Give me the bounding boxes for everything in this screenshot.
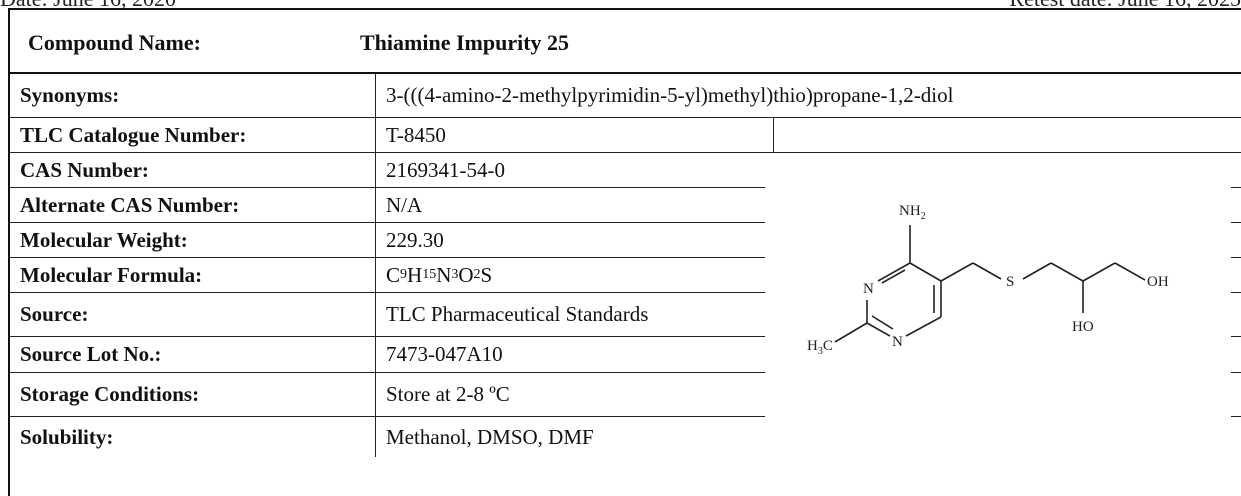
mw-value: 229.30 [376,223,774,257]
table-row-solubility: Solubility: Methanol, DMSO, DMF [10,417,1241,457]
alt-cas-value: N/A [376,188,774,222]
catalogue-value: T-8450 [376,118,774,152]
formula-label: Molecular Formula: [10,258,376,292]
bond-c4-n3 [877,262,911,282]
atom-labels: NH2 N N S OH HO H3C [807,203,1169,357]
storage-value: Store at 2-8 ºC [376,373,774,416]
table-row-alt-cas: Alternate CAS Number: N/A [10,188,1241,223]
bond-c4-n3-double [881,269,906,284]
bond-ch-ch2 [1082,262,1116,282]
retest-date-fragment: Retest date: June 16, 2025 [1009,0,1241,10]
source-label: Source: [10,293,376,336]
molecule-svg: NH2 N N S OH HO H3C [807,203,1169,357]
table-row-mw: Molecular Weight: 229.30 [10,223,1241,258]
bond-c2-n1-double [871,315,894,330]
compound-name-row: Compound Name: Thiamine Impurity 25 [10,10,1241,74]
bond-c2-n1 [866,322,891,337]
table-row-cas: CAS Number: 2169341-54-0 [10,153,1241,188]
structure-diagram: NH2 N N S OH HO H3C [765,153,1231,458]
bond-ch2-oh [1114,262,1146,281]
atom-n1: N [892,334,903,350]
issue-date-fragment: Date: June 16, 2020 [0,0,176,10]
table-row-catalogue: TLC Catalogue Number: T-8450 [10,118,1241,153]
solubility-label: Solubility: [10,417,376,457]
synonyms-value: 3-(((4-amino-2-methylpyrimidin-5-yl)meth… [386,83,954,107]
table-row-source: Source: TLC Pharmaceutical Standards [10,293,1241,337]
compound-info-table: Compound Name: Thiamine Impurity 25 Syno… [8,8,1241,496]
compound-name-label: Compound Name: [28,30,201,55]
bond-s-ch2 [1022,262,1052,280]
bond-c2-methyl [834,322,868,343]
bond-c5-ch2 [940,262,974,282]
compound-name-value: Thiamine Impurity 25 [360,30,570,55]
synonyms-label: Synonyms: [10,74,376,117]
page-header-fragment: Date: June 16, 2020 Retest date: June 16… [0,0,1241,10]
source-value: TLC Pharmaceutical Standards [376,293,774,336]
table-row-lot: Source Lot No.: 7473-047A10 [10,337,1241,373]
bond-ch2-s [972,262,1002,280]
ring-bonds [834,225,1146,343]
lot-value: 7473-047A10 [376,337,774,372]
storage-label: Storage Conditions: [10,373,376,416]
atom-h3c: H3C [807,338,833,357]
atom-n3: N [863,281,874,297]
atom-s: S [1006,274,1014,290]
cas-value: 2169341-54-0 [376,153,774,187]
catalogue-label: TLC Catalogue Number: [10,118,376,152]
solubility-value: Methanol, DMSO, DMF [386,424,594,449]
cas-label: CAS Number: [10,153,376,187]
bond-c5-c4 [909,262,942,282]
alt-cas-label: Alternate CAS Number: [10,188,376,222]
atom-ho: HO [1072,319,1094,335]
bond-n1-c6 [905,316,942,337]
atom-nh2: NH2 [899,203,926,222]
table-row-storage: Storage Conditions: Store at 2-8 ºC [10,373,1241,417]
mw-label: Molecular Weight: [10,223,376,257]
table-row-synonyms: Synonyms: 3-(((4-amino-2-methylpyrimidin… [10,74,1241,118]
bond-ch2-ch [1050,262,1084,282]
atom-oh: OH [1147,274,1169,290]
lot-label: Source Lot No.: [10,337,376,372]
